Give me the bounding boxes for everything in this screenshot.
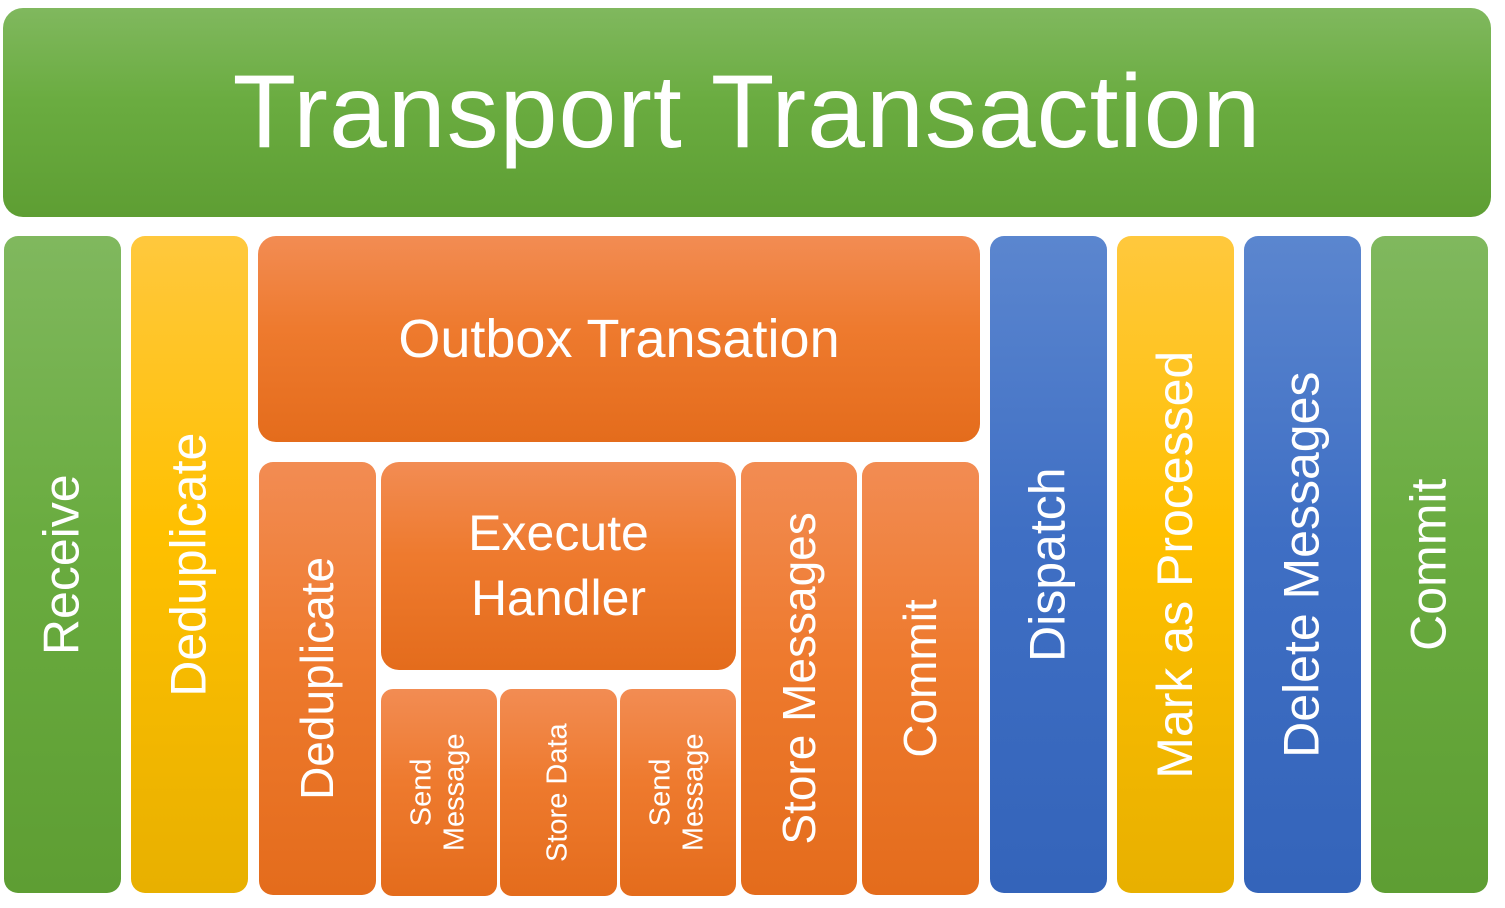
transport-transaction-banner: Transport Transaction — [3, 8, 1491, 217]
execute-handler-line2: Handler — [470, 570, 647, 626]
transport-transaction-title: Transport Transaction — [232, 54, 1262, 170]
outbox-commit-step: Commit — [862, 462, 979, 895]
delete-messages-step: Delete Messages — [1244, 236, 1361, 893]
receive-label: Receive — [33, 474, 90, 655]
receive-step: Receive — [4, 236, 121, 893]
store-messages-step: Store Messages — [741, 462, 857, 895]
mark-as-processed-label: Mark as Processed — [1146, 350, 1203, 779]
send-message-step-1: Send Message — [381, 689, 497, 896]
send-message-1-line1: Send — [405, 758, 438, 827]
send-message-2-text: Send Message — [645, 734, 712, 852]
outbox-deduplicate-label: Deduplicate — [291, 557, 344, 800]
send-message-2-line2: Message — [678, 733, 711, 852]
outbox-transaction-box: Outbox Transation — [258, 236, 980, 442]
store-data-label: Store Data — [541, 723, 574, 862]
outbox-deduplicate-step: Deduplicate — [259, 462, 376, 895]
execute-handler-step: Execute Handler — [381, 462, 736, 670]
send-message-step-2: Send Message — [620, 689, 736, 896]
send-message-1-line2: Message — [439, 733, 472, 852]
mark-as-processed-step: Mark as Processed — [1117, 236, 1234, 893]
dispatch-step: Dispatch — [990, 236, 1107, 893]
deduplicate-step: Deduplicate — [131, 236, 248, 893]
dispatch-label: Dispatch — [1019, 467, 1076, 662]
execute-handler-text: Execute Handler — [468, 501, 649, 631]
delete-messages-label: Delete Messages — [1273, 371, 1330, 758]
commit-label: Commit — [1400, 478, 1457, 651]
execute-handler-line1: Execute — [468, 505, 649, 561]
commit-step: Commit — [1371, 236, 1488, 893]
deduplicate-label: Deduplicate — [160, 432, 217, 697]
outbox-transaction-title: Outbox Transation — [398, 309, 840, 369]
store-data-step: Store Data — [500, 689, 617, 896]
send-message-2-line1: Send — [644, 758, 677, 827]
outbox-commit-label: Commit — [894, 599, 947, 758]
send-message-1-text: Send Message — [406, 734, 473, 852]
store-messages-label: Store Messages — [772, 512, 825, 845]
